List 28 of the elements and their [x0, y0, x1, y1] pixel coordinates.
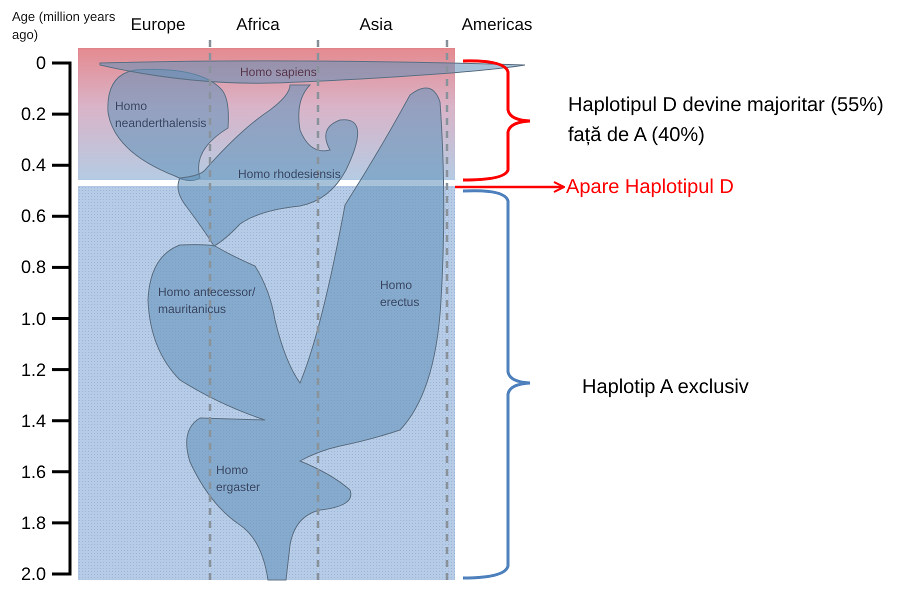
tick-label: 1.8: [20, 512, 46, 535]
tick-label: 2.0: [20, 563, 46, 586]
region-header: Africa: [235, 14, 281, 36]
species-label: Homo antecessor/ mauritanicus: [158, 284, 256, 318]
tick-label: 0.4: [20, 154, 46, 178]
tick-label: 1.6: [20, 460, 46, 484]
tick-label: 0: [34, 52, 46, 75]
time-band: [78, 186, 455, 580]
tick-label: 0.2: [20, 103, 46, 126]
annotation-text: Apare Haplotipul D: [566, 175, 735, 200]
axis-title: Age (million years ago): [12, 8, 116, 44]
tick-label: 1.0: [20, 308, 46, 330]
species-label: Homo rhodesiensis: [238, 166, 342, 183]
species-label: Homo neanderthalensis: [115, 98, 208, 132]
tick-label: 0.8: [20, 256, 46, 280]
region-header: Asia: [358, 14, 394, 36]
annotation-text: Haplotip A exclusiv: [582, 375, 750, 400]
arrow: [455, 181, 565, 193]
species-label: Homo erectus: [380, 277, 420, 311]
tick-label: 1.4: [20, 410, 46, 433]
time-band: [78, 48, 455, 180]
annotation-text: Haplotipul D devine majoritar (55%) față de A (40%): [568, 93, 885, 148]
tick-label: 1.2: [20, 358, 46, 382]
region-header: Europe: [130, 14, 186, 36]
region-header: Americas: [460, 14, 534, 36]
species-label: Homo sapiens: [240, 64, 318, 81]
tick-label: 0.6: [20, 205, 46, 228]
species-label: Homo ergaster: [216, 462, 262, 496]
